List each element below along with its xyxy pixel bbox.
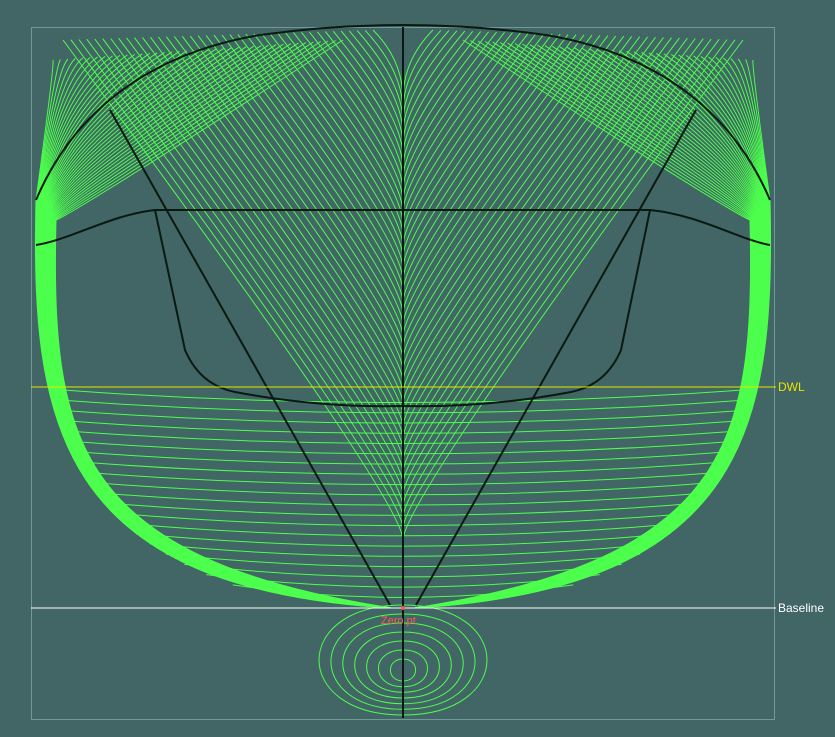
- station-line: [414, 47, 759, 609]
- station-line: [45, 49, 392, 609]
- station-line: [414, 48, 760, 609]
- station-line: [414, 45, 757, 609]
- chine-line-right: [415, 109, 697, 606]
- zero-point-marker[interactable]: [401, 606, 405, 610]
- station-line: [54, 40, 392, 609]
- station-line: [414, 45, 758, 609]
- station-line: [46, 47, 392, 609]
- dwl-label: DWL: [778, 380, 805, 394]
- station-line: [34, 59, 392, 609]
- baseline-label: Baseline: [778, 601, 824, 615]
- sheer-line-top: [35, 24, 771, 201]
- station-line: [414, 48, 761, 609]
- station-line: [54, 39, 392, 609]
- station-line: [414, 44, 757, 609]
- station-line: [48, 45, 392, 609]
- station-line: [45, 48, 392, 609]
- station-line: [44, 49, 392, 609]
- hull-outline-structure: [35, 24, 771, 718]
- station-line: [46, 48, 392, 609]
- station-line: [414, 58, 771, 609]
- zero-point-label: Zero pt: [381, 615, 416, 627]
- station-line: [47, 47, 392, 609]
- station-line: [414, 59, 772, 609]
- station-line: [414, 47, 760, 609]
- station-line: [414, 49, 762, 609]
- station-line: [414, 39, 752, 609]
- station-line: [49, 45, 392, 609]
- station-line: [49, 44, 392, 609]
- station-line: [35, 59, 392, 609]
- station-line: [35, 58, 392, 609]
- station-line: [414, 50, 762, 609]
- station-line: [414, 40, 752, 609]
- chine-line-left: [109, 109, 391, 606]
- station-line: [414, 59, 771, 609]
- station-line: [44, 50, 392, 609]
- station-line: [414, 49, 761, 609]
